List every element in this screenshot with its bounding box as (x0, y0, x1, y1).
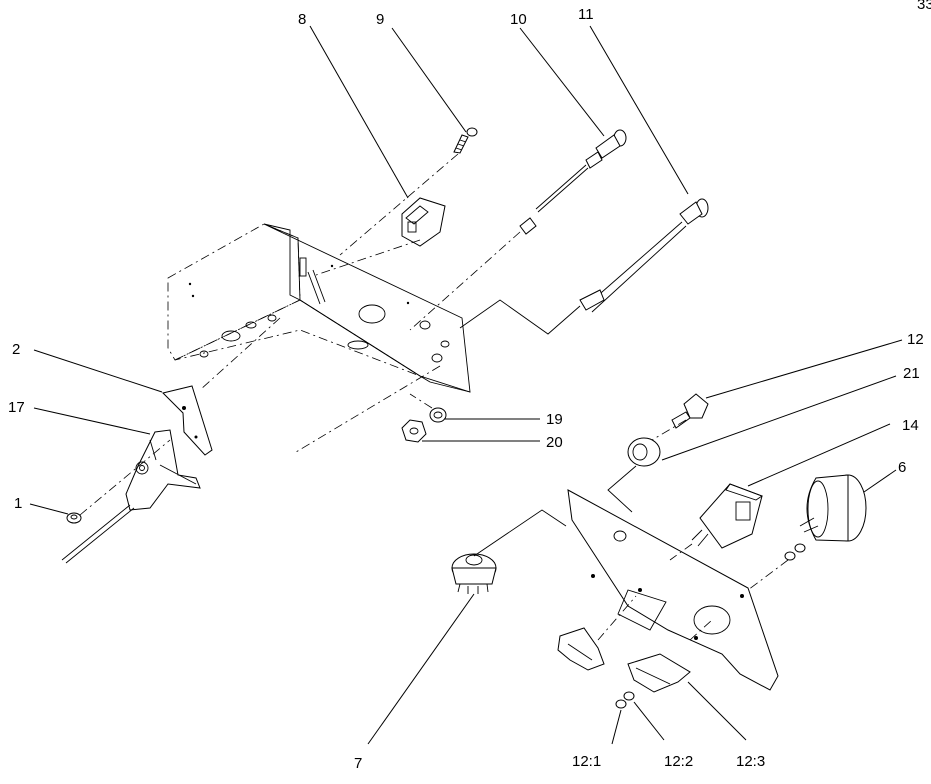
callout-21: 21 (903, 365, 920, 382)
throttle-cable (579, 198, 709, 313)
callout-7: 9 (376, 11, 384, 28)
bezel-ring (627, 437, 661, 467)
callout-8: 10 (510, 11, 527, 28)
callout-6: 8 (298, 11, 306, 28)
callout-12: 6 (898, 459, 906, 476)
carriage-bolt (453, 127, 478, 154)
washer (429, 407, 447, 423)
instrument-panel (567, 489, 779, 691)
lock-nut (66, 512, 82, 524)
main-mounting-bracket (167, 223, 471, 393)
page-ref-number: 33 (917, 0, 931, 13)
callout-labels: 8 9 10 11 2 17 1 19 20 12 21 14 6 7 12:1… (8, 6, 924, 772)
hour-meter (691, 483, 763, 549)
choke-cable (519, 129, 627, 235)
lever-rod (61, 504, 135, 564)
throttle-lever (125, 429, 201, 511)
callout-11: 14 (902, 417, 919, 434)
hex-nut (401, 419, 427, 443)
callout-9: 11 (578, 6, 594, 23)
callout-10: 12 (907, 331, 924, 348)
assembly-lines (79, 153, 789, 641)
gauge-nut (615, 699, 627, 709)
gauge-lockwasher (623, 691, 635, 701)
ignition-key (671, 393, 709, 429)
leader-lines (29, 25, 903, 745)
throttle-plate (162, 385, 213, 456)
callout-2: 2 (12, 341, 20, 358)
callout-12-1: 12:1 (572, 753, 601, 770)
callout-17: 17 (8, 399, 25, 416)
callout-12-3: 12:3 (736, 753, 765, 770)
callout-20: 20 (546, 434, 563, 451)
callout-19: 19 (546, 411, 563, 428)
rocker-switch (401, 197, 446, 247)
callout-1: 1 (14, 495, 22, 512)
panel-clip (557, 627, 605, 671)
callout-14: 7 (354, 755, 362, 772)
ignition-switch (451, 553, 497, 594)
gauge-bracket (627, 653, 691, 693)
callout-12-2: 12:2 (664, 753, 693, 770)
gauge (784, 474, 867, 561)
